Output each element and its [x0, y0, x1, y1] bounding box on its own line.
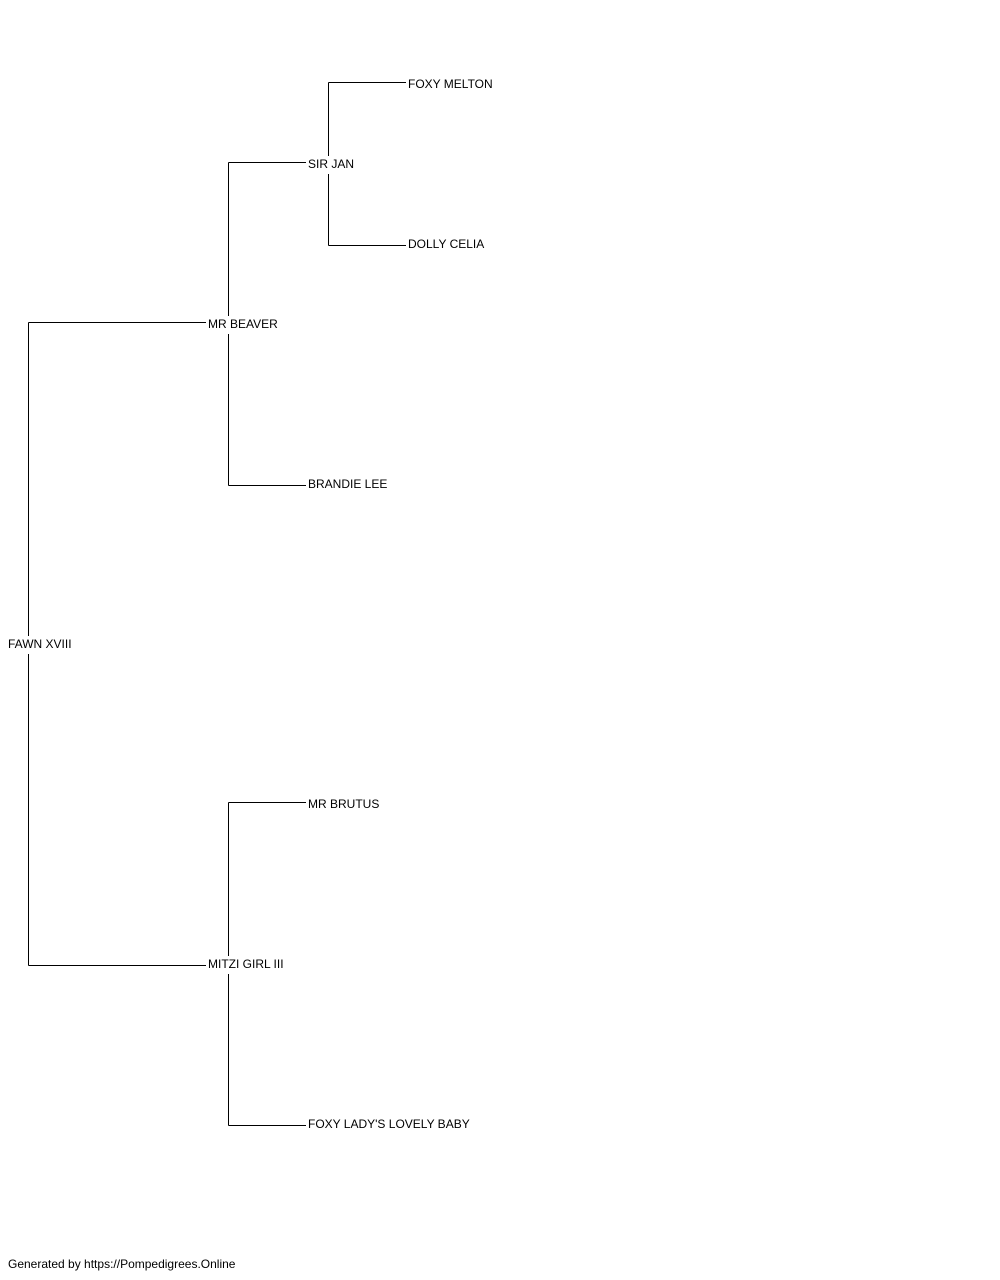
dam-sire-name: MR BRUTUS	[308, 797, 379, 811]
sire-name: MR BEAVER	[208, 317, 278, 331]
dam-dam-name: FOXY LADY'S LOVELY BABY	[308, 1117, 470, 1131]
sire-sire-name: SIR JAN	[308, 157, 354, 171]
sire-sire-sire-name: FOXY MELTON	[408, 77, 493, 91]
sire-dam-name: BRANDIE LEE	[308, 477, 387, 491]
dam-name: MITZI GIRL III	[208, 957, 284, 971]
pedigree-labels: FAWN XVIII MR BEAVER MITZI GIRL III SIR …	[8, 77, 493, 1131]
generated-by-footer: Generated by https://Pompedigrees.Online	[8, 1257, 236, 1271]
subject-name: FAWN XVIII	[8, 637, 72, 651]
sire-sire-dam-name: DOLLY CELIA	[408, 237, 484, 251]
pedigree-connectors	[28, 82, 406, 1126]
